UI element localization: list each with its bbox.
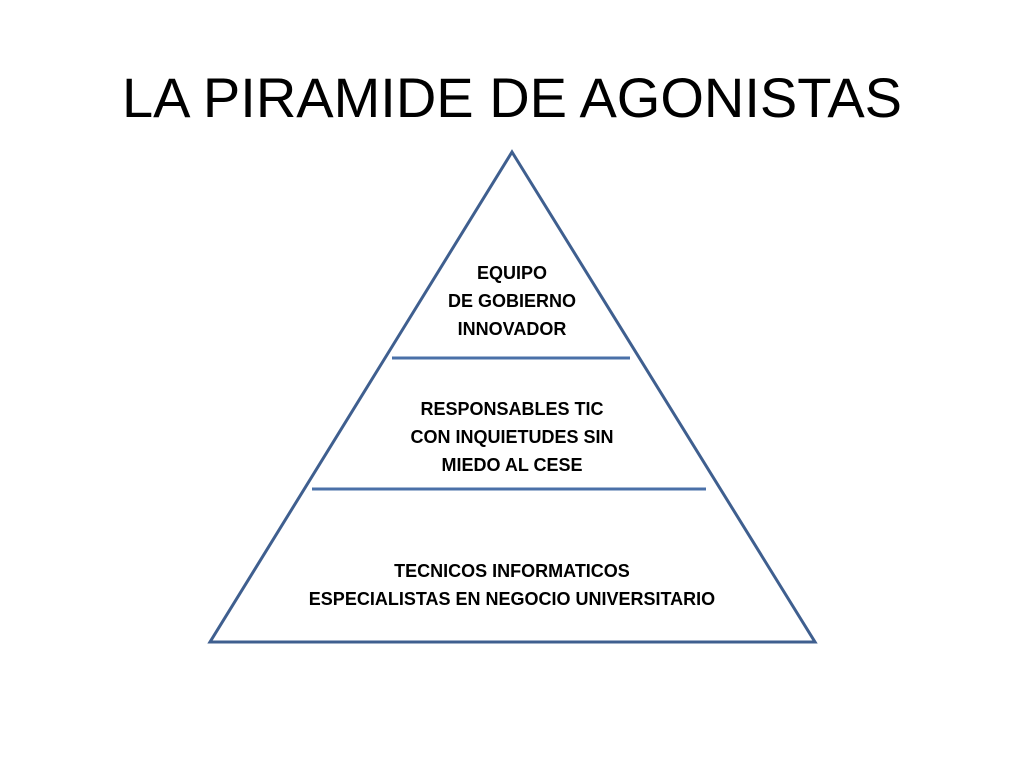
slide-title: LA PIRAMIDE DE AGONISTAS (121, 66, 903, 129)
tier-bottom-line-2: ESPECIALISTAS EN NEGOCIO UNIVERSITARIO (308, 589, 716, 609)
tier-middle-line-2: CON INQUIETUDES SIN (410, 427, 614, 447)
tier-bottom-line-1: TECNICOS INFORMATICOS (394, 561, 630, 581)
pyramid-outline (207, 149, 818, 644)
tier-top-line-1: EQUIPO (476, 263, 547, 283)
tier-top-line-2: DE GOBIERNO (447, 291, 576, 311)
tier-top-label: EQUIPO DE GOBIERNO INNOVADOR (412, 259, 612, 343)
tier-middle-line-1: RESPONSABLES TIC (420, 399, 604, 419)
tier-middle-label: RESPONSABLES TIC CON INQUIETUDES SIN MIE… (382, 395, 642, 479)
tier-top-line-3: INNOVADOR (457, 319, 567, 339)
tier-middle-line-3: MIEDO AL CESE (441, 455, 583, 475)
tier-bottom-label: TECNICOS INFORMATICOS ESPECIALISTAS EN N… (262, 557, 762, 613)
